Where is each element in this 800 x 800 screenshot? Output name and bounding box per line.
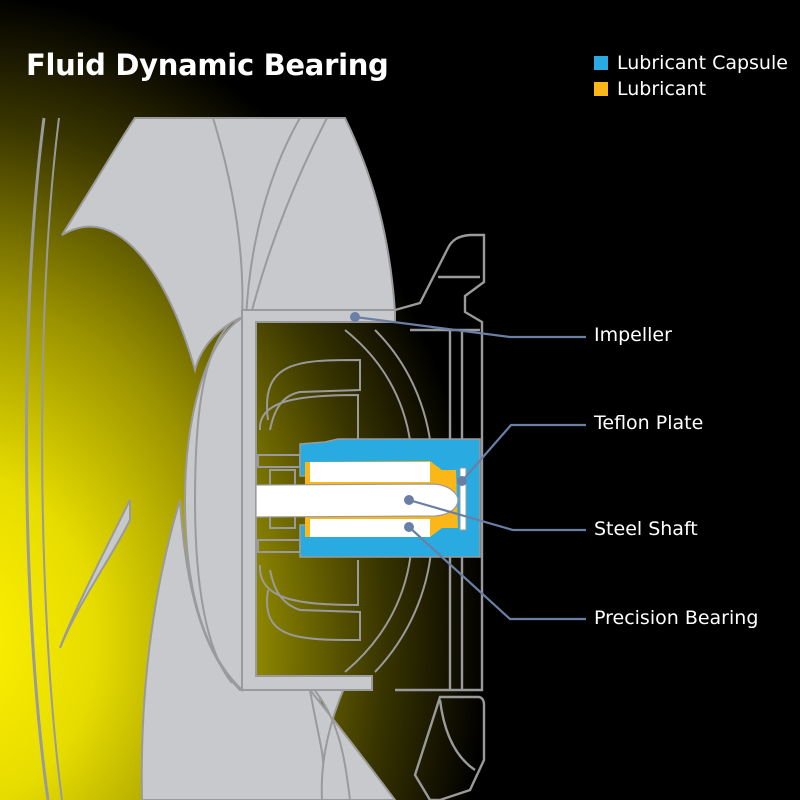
blade-rib (249, 117, 328, 319)
diagram-title: Fluid Dynamic Bearing (26, 48, 389, 82)
blade-rib (212, 117, 244, 319)
blade-rib (245, 117, 301, 319)
impeller-hub-front-edge (193, 321, 233, 684)
leader-teflon-plate (461, 423, 586, 482)
precision-bearing-upper (310, 462, 430, 482)
legend-label: Lubricant (617, 78, 707, 100)
callout-precision-bearing: Precision Bearing (594, 607, 759, 629)
leader-dot-impeller (350, 312, 360, 322)
steel-shaft (255, 483, 459, 518)
leader-precision-bearing (408, 526, 586, 621)
legend-label: Lubricant Capsule (617, 52, 788, 74)
callout-teflon-plate: Teflon Plate (594, 412, 704, 434)
leader-dot-teflon-plate (457, 476, 467, 486)
impeller-hub-housing (241, 309, 396, 691)
impeller-blade-lower-left (59, 499, 131, 649)
precision-bearing-lower (310, 519, 430, 537)
legend-swatch-lubricant (594, 82, 608, 96)
fan-frame-rim-inner (41, 117, 63, 800)
leader-dot-steel-shaft (404, 495, 414, 505)
legend-item-lubricant: Lubricant (594, 76, 788, 102)
callout-impeller: Impeller (594, 324, 672, 346)
callout-steel-shaft: Steel Shaft (594, 518, 698, 540)
legend: Lubricant Capsule Lubricant (594, 50, 788, 102)
impeller-blade-upper (61, 117, 397, 374)
teflon-plate (459, 467, 467, 531)
leader-impeller (354, 315, 586, 339)
fan-frame-rim (24, 117, 50, 800)
legend-swatch-lubricant-capsule (594, 56, 608, 70)
callout-leaders (354, 315, 586, 621)
legend-item-lubricant-capsule: Lubricant Capsule (594, 50, 788, 76)
leader-steel-shaft (408, 498, 586, 532)
leader-dot-precision-bearing (404, 522, 414, 532)
